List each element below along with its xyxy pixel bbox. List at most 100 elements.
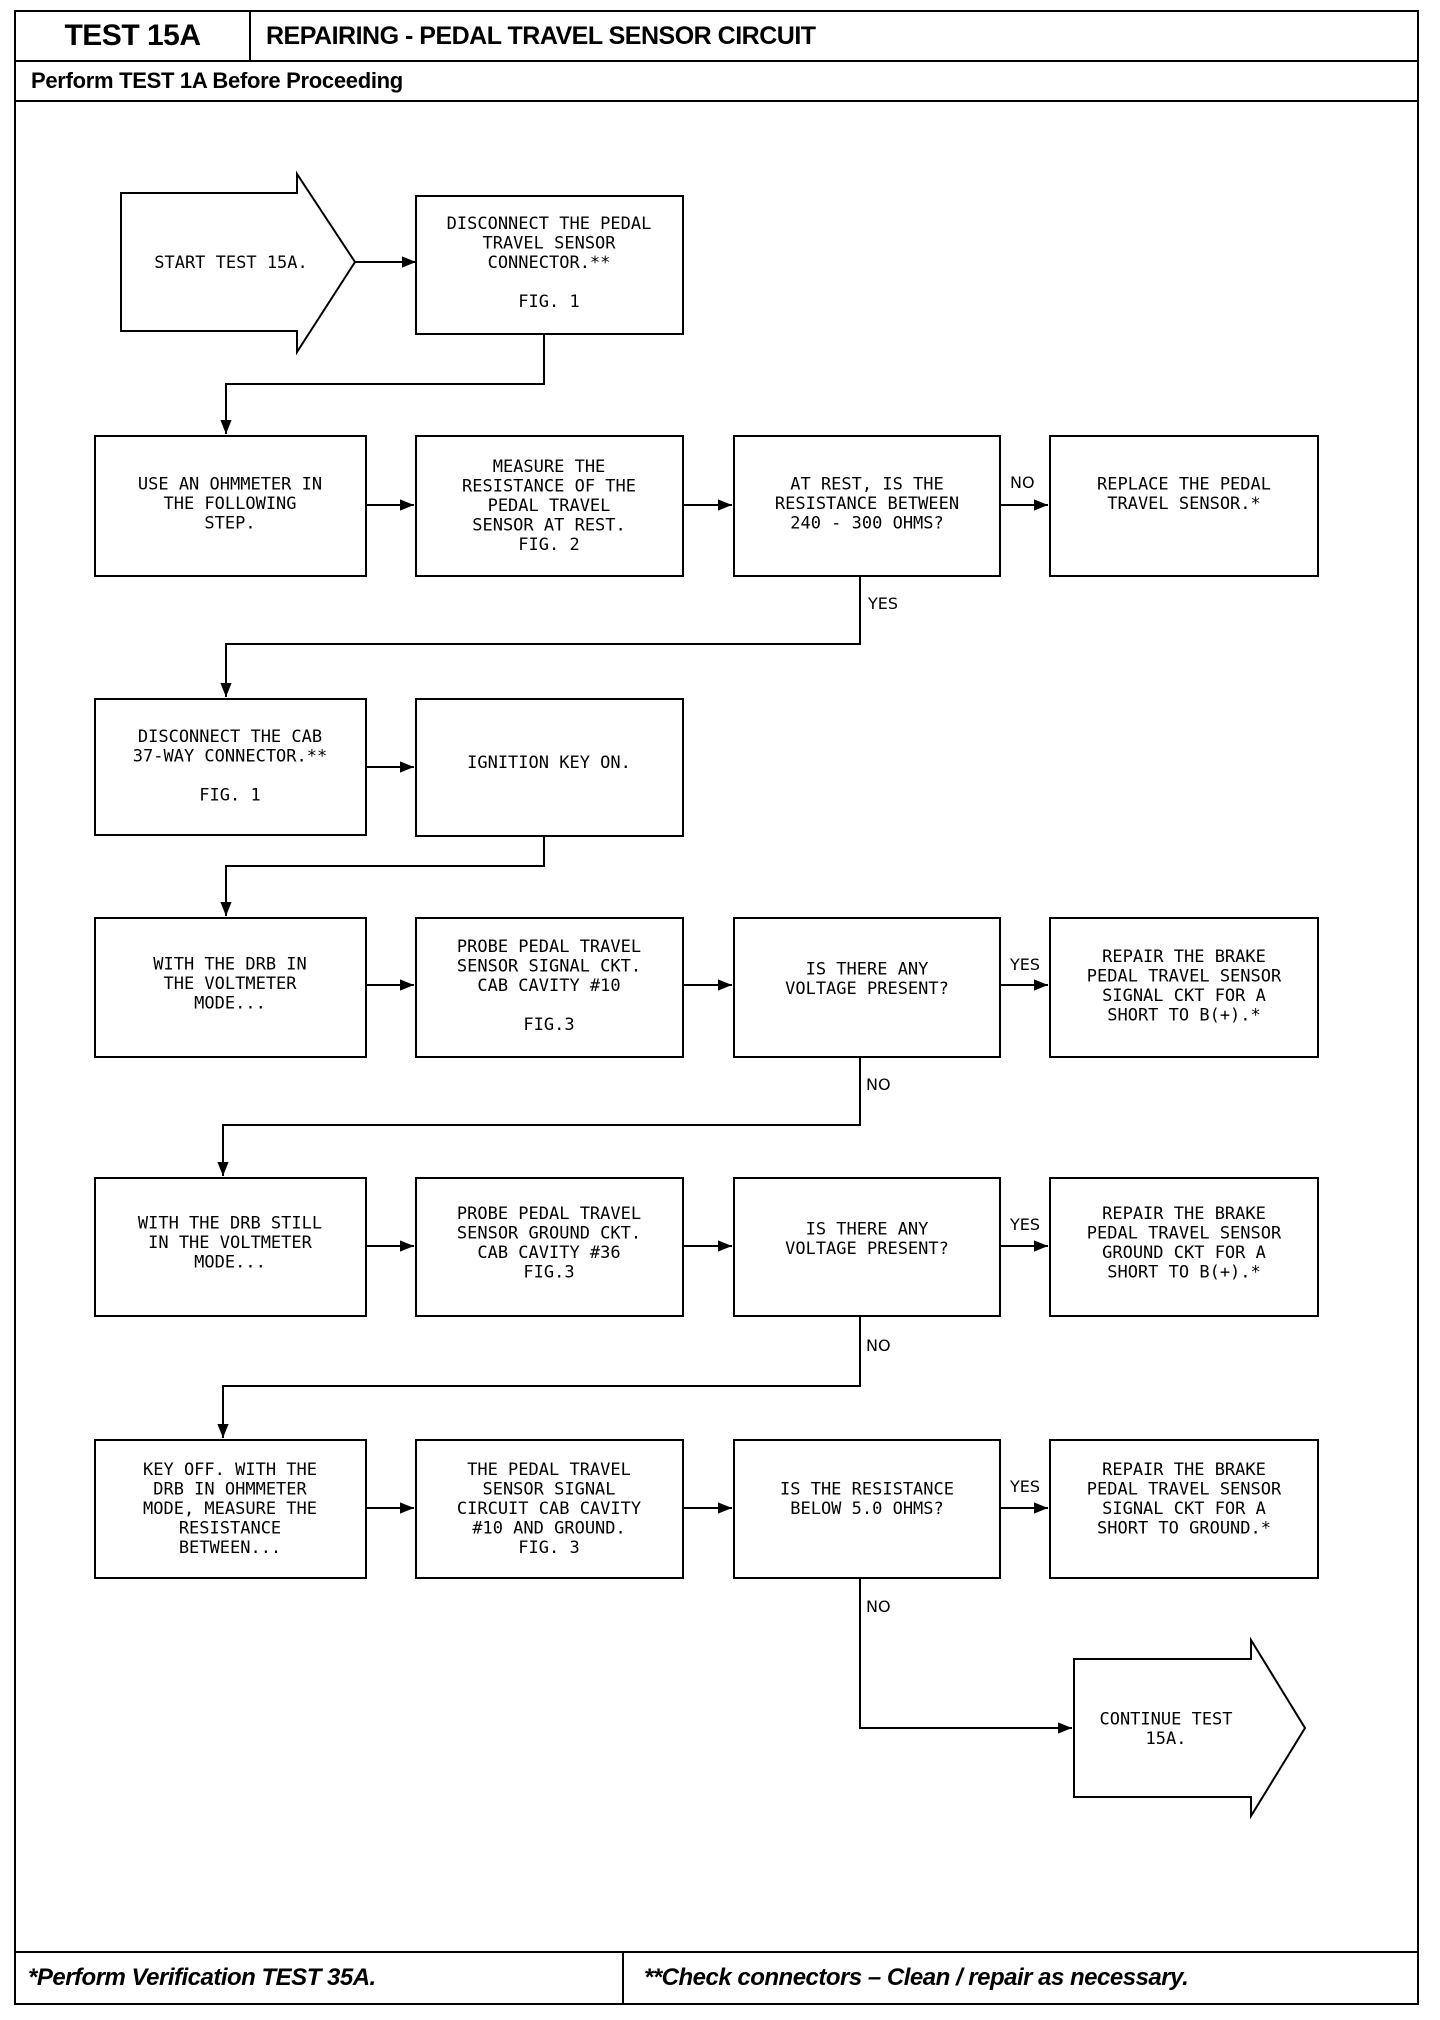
text-line: DISCONNECT THE CAB bbox=[138, 727, 322, 747]
q4-box bbox=[733, 1439, 1001, 1579]
text-line: 240 - 300 OHMS? bbox=[790, 514, 944, 534]
text-line: THE PEDAL TRAVEL bbox=[467, 1460, 631, 1480]
text-line: PROBE PEDAL TRAVEL bbox=[457, 937, 641, 957]
text-line: SENSOR SIGNAL bbox=[482, 1480, 615, 1500]
text-line: 37-WAY CONNECTOR.** bbox=[133, 746, 327, 766]
text-line: SIGNAL CKT FOR A bbox=[1102, 1499, 1266, 1519]
text-line: FIG. 1 bbox=[199, 785, 260, 805]
text-line: FIG.3 bbox=[523, 1015, 574, 1035]
text-line: BELOW 5.0 OHMS? bbox=[790, 1499, 944, 1519]
test-id: TEST 15A bbox=[16, 12, 251, 62]
text-line: #10 AND GROUND. bbox=[472, 1519, 626, 1539]
text-line: CAB CAVITY #36 bbox=[477, 1243, 620, 1263]
text-line: MODE, MEASURE THE bbox=[143, 1499, 317, 1519]
step7-box bbox=[415, 917, 684, 1058]
flow-arrow-step5-to-step6 bbox=[220, 836, 545, 916]
text-line: REPLACE THE PEDAL bbox=[1097, 474, 1271, 494]
flow-arrow-step1-to-step2 bbox=[220, 334, 545, 434]
text-line: PEDAL TRAVEL SENSOR bbox=[1087, 1479, 1282, 1499]
text-line: TRAVEL SENSOR bbox=[482, 234, 616, 254]
step5-box bbox=[415, 698, 684, 837]
text-line: IS THE RESISTANCE bbox=[780, 1479, 954, 1499]
flow-arrow-q3-no bbox=[217, 1316, 861, 1438]
text-line: FIG. 1 bbox=[518, 292, 579, 312]
prerequisite-note: Perform TEST 1A Before Proceeding bbox=[16, 62, 1417, 102]
text-line: IS THERE ANY bbox=[806, 1219, 929, 1239]
text-line: DRB IN OHMMETER bbox=[153, 1480, 307, 1500]
text-line: RESISTANCE BETWEEN bbox=[775, 494, 959, 514]
text-line: CIRCUIT CAB CAVITY bbox=[457, 1499, 641, 1519]
q2-box bbox=[733, 917, 1001, 1058]
text-line: MEASURE THE bbox=[493, 457, 606, 477]
text-line: SHORT TO B(+).* bbox=[1107, 1005, 1261, 1025]
q3-box bbox=[733, 1177, 1001, 1317]
r3-box bbox=[1049, 1177, 1319, 1317]
text-line: IN THE VOLTMETER bbox=[148, 1233, 313, 1253]
page-title: REPAIRING - PEDAL TRAVEL SENSOR CIRCUIT bbox=[251, 12, 1417, 62]
q4-yes-label: YES bbox=[1009, 1477, 1040, 1496]
q3-yes-label: YES bbox=[1009, 1215, 1040, 1234]
text-line: USE AN OHMMETER IN bbox=[138, 475, 322, 495]
q3-no-label: NO bbox=[866, 1336, 891, 1355]
text-line: PEDAL TRAVEL bbox=[488, 496, 611, 516]
text-line: CAB CAVITY #10 bbox=[477, 976, 620, 996]
step6-box bbox=[94, 917, 367, 1058]
q1-no-label: NO bbox=[1010, 473, 1035, 492]
text-line: REPAIR THE BRAKE bbox=[1102, 1460, 1266, 1480]
flow-arrow-q2-no bbox=[217, 1055, 861, 1176]
text-line: CONNECTOR.** bbox=[488, 253, 611, 273]
text-line: THE VOLTMETER bbox=[163, 974, 297, 994]
text-line: SIGNAL CKT FOR A bbox=[1102, 986, 1266, 1006]
r2-box bbox=[1049, 917, 1319, 1058]
q1-box bbox=[733, 435, 1001, 577]
text-line: START TEST 15A. bbox=[154, 253, 308, 273]
text-line: MODE... bbox=[194, 994, 266, 1014]
text-line: FIG. 3 bbox=[518, 1538, 579, 1558]
end-arrow-shape bbox=[1073, 1636, 1307, 1820]
step8-box bbox=[94, 1177, 367, 1317]
q1-yes-label: YES bbox=[867, 594, 898, 613]
q2-no-label: NO bbox=[866, 1075, 891, 1094]
text-line: VOLTAGE PRESENT? bbox=[785, 979, 949, 999]
q4-no-label: NO bbox=[866, 1597, 891, 1616]
text-line: BETWEEN... bbox=[179, 1538, 281, 1558]
text-line: IS THERE ANY bbox=[806, 959, 929, 979]
step2-box bbox=[94, 435, 367, 577]
text-line: GROUND CKT FOR A bbox=[1102, 1243, 1266, 1263]
start-arrow-shape bbox=[120, 170, 357, 356]
footnote-connectors: **Check connectors – Clean / repair as n… bbox=[644, 1964, 1189, 1991]
step1-box bbox=[415, 195, 684, 335]
diagram-sheet: TEST 15A REPAIRING - PEDAL TRAVEL SENSOR… bbox=[14, 10, 1419, 2005]
text-line: RESISTANCE bbox=[179, 1519, 281, 1539]
text-line: MODE... bbox=[194, 1253, 266, 1273]
footnote-verification: *Perform Verification TEST 35A. bbox=[16, 1953, 624, 2003]
text-line: PEDAL TRAVEL SENSOR bbox=[1087, 966, 1282, 986]
footer: *Perform Verification TEST 35A. **Check … bbox=[16, 1951, 1417, 2003]
text-line: REPAIR THE BRAKE bbox=[1102, 1204, 1266, 1224]
text-line: SENSOR GROUND CKT. bbox=[457, 1223, 641, 1243]
text-line: SENSOR AT REST. bbox=[472, 516, 626, 536]
step10-box bbox=[94, 1439, 367, 1579]
text-line: AT REST, IS THE bbox=[790, 475, 944, 495]
text-line: REPAIR THE BRAKE bbox=[1102, 947, 1266, 967]
step9-box bbox=[415, 1177, 684, 1317]
text-line: KEY OFF. WITH THE bbox=[143, 1460, 317, 1480]
q2-yes-label: YES bbox=[1009, 955, 1040, 974]
step3-box bbox=[415, 435, 684, 577]
text-line: SENSOR SIGNAL CKT. bbox=[457, 957, 641, 977]
